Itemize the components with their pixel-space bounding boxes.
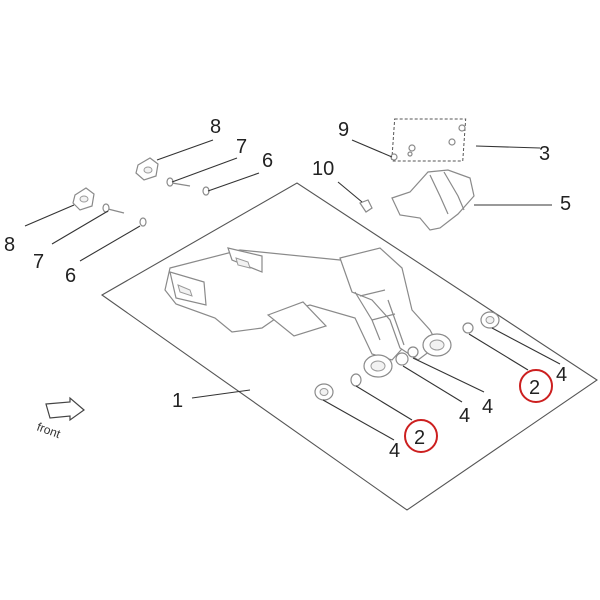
label-part-6-upper: 6 (262, 150, 273, 172)
label-part-3: 3 (539, 143, 550, 165)
label-part-4-d: 4 (556, 364, 567, 386)
label-part-7-upper: 7 (236, 136, 247, 158)
label-part-2-a: 2 (414, 427, 425, 449)
label-part-2-b: 2 (529, 377, 540, 399)
pivot-bushings (314, 311, 500, 401)
leader-lines (24, 139, 561, 441)
label-part-8-lower: 8 (4, 234, 15, 256)
label-part-4-c: 4 (482, 396, 493, 418)
label-part-1: 1 (172, 390, 183, 412)
front-direction-indicator: front (35, 396, 85, 442)
front-arrow-icon (45, 396, 85, 422)
label-part-4-b: 4 (459, 405, 470, 427)
label-part-5: 5 (560, 193, 571, 215)
highlight-circle-part-2-a (404, 419, 438, 453)
top-hardware (72, 157, 210, 227)
swingarm-plane (100, 182, 598, 511)
label-part-7-lower: 7 (33, 251, 44, 273)
right-hardware (359, 118, 475, 231)
label-part-9: 9 (338, 119, 349, 141)
label-part-4-a: 4 (389, 440, 400, 462)
label-part-8-upper: 8 (210, 116, 221, 138)
swingarm-drawing (164, 247, 452, 378)
highlight-circle-part-2-b (519, 369, 553, 403)
front-label: front (35, 420, 63, 442)
label-part-10: 10 (312, 158, 334, 180)
label-part-6-lower: 6 (65, 265, 76, 287)
